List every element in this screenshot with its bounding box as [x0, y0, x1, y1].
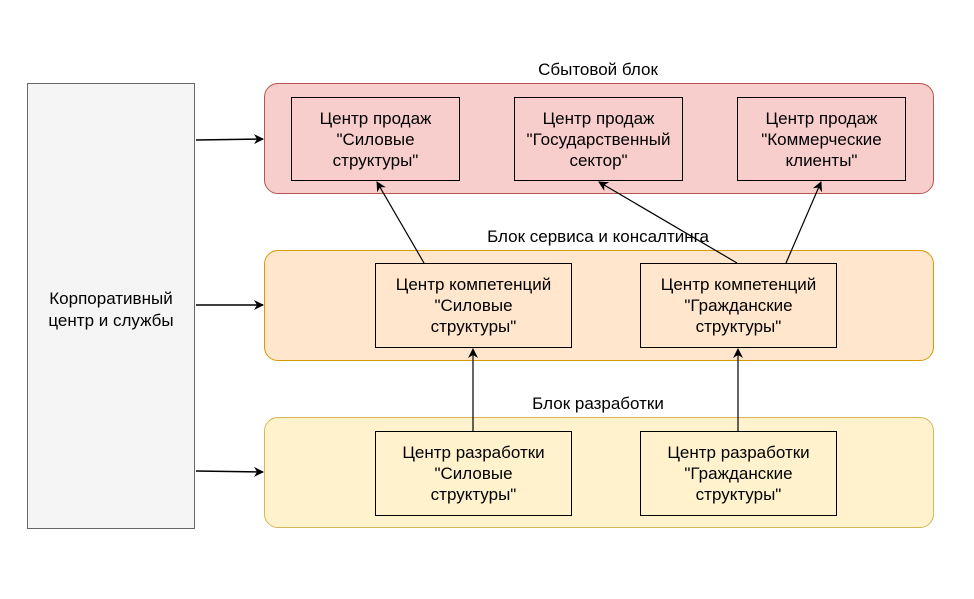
corporate-center-label: Корпоративный центр и службы: [48, 289, 174, 330]
node-sales-power: Центр продаж "Силовые структуры": [291, 97, 460, 181]
node-sales-gov: Центр продаж "Государственный сектор": [514, 97, 683, 181]
service-block-title: Блок сервиса и консалтинга: [487, 227, 709, 246]
node-label: Центр разработки "Силовые структуры": [402, 443, 545, 504]
corporate-center-box: Корпоративный центр и службы: [27, 83, 195, 529]
node-label: Центр продаж "Государственный сектор": [526, 108, 671, 170]
edge-comp-power-to-sales-power: [376, 181, 425, 264]
dev-block-title: Блок разработки: [532, 394, 664, 413]
sales-block-title: Сбытовой блок: [538, 60, 658, 79]
node-label: Центр компетенций "Гражданские структуры…: [660, 275, 817, 336]
node-comp-civil: Центр компетенций "Гражданские структуры…: [640, 263, 837, 348]
node-label: Центр продаж "Силовые структуры": [319, 108, 432, 170]
edge-corporate-to-sales: [195, 134, 264, 145]
edge-comp-civil-to-sales-commercial: [785, 181, 823, 264]
edge-corporate-to-dev: [195, 466, 264, 477]
node-sales-commercial: Центр продаж "Коммерческие клиенты": [737, 97, 906, 181]
edge-comp-civil-to-sales-gov: [598, 181, 738, 264]
node-label: Центр разработки "Гражданские структуры": [667, 443, 810, 504]
node-label: Центр компетенций "Силовые структуры": [395, 275, 552, 336]
node-dev-civil: Центр разработки "Гражданские структуры": [640, 431, 837, 516]
node-label: Центр продаж "Коммерческие клиенты": [761, 108, 882, 170]
node-dev-power: Центр разработки "Силовые структуры": [375, 431, 572, 516]
node-comp-power: Центр компетенций "Силовые структуры": [375, 263, 572, 348]
